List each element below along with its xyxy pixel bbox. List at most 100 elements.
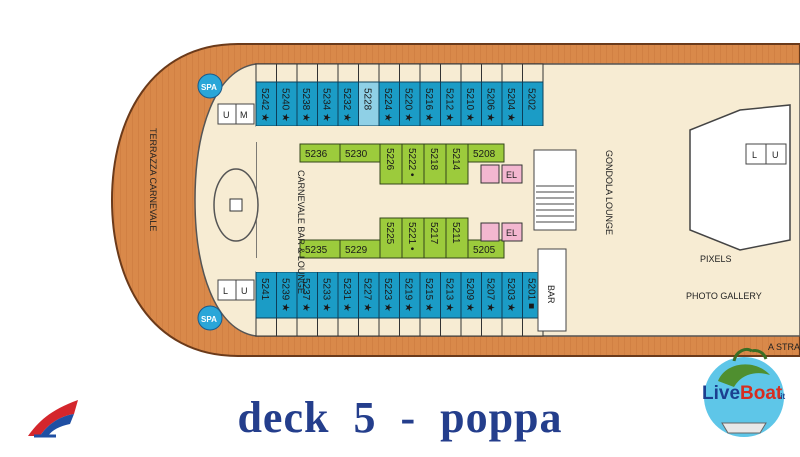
cabin-number: 5223 ★: [382, 278, 393, 312]
corridor-bottom: [256, 258, 546, 272]
balcony-bottom: [337, 317, 359, 337]
balcony-bottom: [440, 317, 462, 337]
balcony-top: [460, 63, 482, 83]
restroom-fwd-2: [765, 143, 787, 165]
inner-cabin-number: 5226: [384, 148, 395, 171]
balcony-bottom: [317, 317, 339, 337]
elevator-label-top: EL: [506, 170, 517, 180]
inner-cabin-number: 5229: [345, 245, 368, 256]
restroom-aft-bot-2-label: U: [241, 286, 248, 296]
corridor-top: [256, 126, 546, 142]
inner-cabin-top[interactable]: [467, 143, 505, 163]
cabin-number: 5239 ★: [280, 278, 291, 312]
deck-plan-map: 5242 ★ 5240 ★ 5238 ★ 5234 ★ 5232 ★ 5228 5224 ★…: [110, 43, 800, 357]
balcony-bottom: [460, 317, 482, 337]
elevator-box-bot-1[interactable]: [480, 222, 500, 242]
balcony-bottom: [419, 317, 441, 337]
cabin-number: 5201 ■: [526, 278, 537, 309]
balcony-bottom: [378, 317, 400, 337]
balcony-top: [522, 63, 544, 83]
balcony-top: [276, 63, 298, 83]
inner-cabin-number: 5217: [428, 222, 439, 245]
inner-cabin-bottom[interactable]: [445, 217, 469, 259]
cabin-number: 5240 ★: [280, 88, 291, 122]
inner-cabin-top[interactable]: [445, 143, 469, 185]
cabin-number: 5207 ★: [485, 278, 496, 312]
elevator-box-top-2[interactable]: [501, 164, 523, 184]
bar-label: BAR: [546, 285, 556, 304]
balcony-bottom: [399, 317, 421, 337]
balcony-top: [337, 63, 359, 83]
balcony-bottom: [358, 317, 380, 337]
cabin-number: 5220 ★: [403, 88, 414, 122]
cabin-number: 5228: [362, 88, 373, 111]
aft-door-marker: [229, 198, 243, 212]
photo-gallery-outline: [689, 104, 791, 251]
bar-counter[interactable]: [537, 248, 567, 332]
balcony-bottom: [481, 317, 503, 337]
elevator-label-bottom: EL: [506, 228, 517, 238]
balcony-bottom: [255, 317, 277, 337]
balcony-top: [399, 63, 421, 83]
cabin-number: 5203 ★: [505, 278, 516, 312]
balcony-bottom: [276, 317, 298, 337]
cabin-number: 5231 ★: [341, 278, 352, 312]
spa-bottom-label: SPA: [201, 315, 217, 324]
cabin-number: 5216 ★: [423, 88, 434, 122]
stairwell: [533, 149, 577, 231]
restroom-aft-top-1-label: U: [223, 110, 230, 120]
gondola-lounge-label: GONDOLA LOUNGE: [604, 150, 614, 235]
spa-bottom[interactable]: [197, 305, 223, 331]
cabin-number: 5210 ★: [464, 88, 475, 122]
cabin-number: 5204 ★: [505, 88, 516, 122]
restroom-fwd-2-label: U: [772, 150, 779, 160]
spa-top[interactable]: [197, 73, 223, 99]
carnival-funnel-logo: [28, 400, 78, 438]
balcony-bottom: [296, 317, 318, 337]
elevator-box-bot-2[interactable]: [501, 222, 523, 242]
cabin-number: 5227 ★: [362, 278, 373, 312]
cabin-number: 5213 ★: [444, 278, 455, 312]
strada-label: A STRA: [768, 342, 800, 352]
page-title: deck 5 - poppa: [237, 393, 563, 442]
inner-cabin-number: 5235: [305, 245, 328, 256]
inner-cabin-number: 5205: [473, 245, 496, 256]
inner-cabin-number: 5236: [305, 149, 328, 160]
balcony-top: [317, 63, 339, 83]
spa-top-label: SPA: [201, 83, 217, 92]
cabin-number: 5234 ★: [321, 88, 332, 122]
balcony-top: [501, 63, 523, 83]
inner-cabin-number: 5211: [450, 222, 461, 244]
cabin-number: 5237 ★: [300, 278, 311, 312]
cabin-number: 5212 ★: [444, 88, 455, 122]
cabin-number: 5219 ★: [403, 278, 414, 312]
cabin-number: 5209 ★: [464, 278, 475, 312]
carnevale-lounge-label: CARNEVALE BAR & LOUNGE: [296, 170, 306, 294]
cabin-number: 5232 ★: [341, 88, 352, 122]
cabin-number: 5242 ★: [259, 88, 270, 122]
stair-steps: [536, 185, 574, 223]
inner-cabin-number: 5208: [473, 149, 496, 160]
gallery-label-1: PIXELS: [700, 254, 732, 264]
inner-cabin-number: 5218: [428, 148, 439, 171]
restroom-aft-top-2-label: M: [240, 110, 248, 120]
balcony-top: [378, 63, 400, 83]
restroom-fwd-1-label: L: [752, 150, 757, 160]
cabin-number: 5241: [259, 278, 270, 301]
inner-cabin-number: 5214: [450, 148, 461, 171]
balcony-top: [419, 63, 441, 83]
inner-cabin-number: 5230: [345, 149, 368, 160]
brand-name-1: Live: [702, 383, 740, 404]
balcony-top: [440, 63, 462, 83]
restroom-aft-top-2: [235, 103, 255, 125]
balcony-top: [296, 63, 318, 83]
elevator-box-top-1[interactable]: [480, 164, 500, 184]
cabin-number: 5224 ★: [382, 88, 393, 122]
restroom-aft-bot-1-label: L: [223, 286, 228, 296]
balcony-top: [481, 63, 503, 83]
inner-cabin-number: 5221 •: [406, 222, 417, 251]
terrace-label: TERRAZZA CARNEVALE: [148, 128, 158, 231]
cabin-number: 5238 ★: [300, 88, 311, 122]
cabin-number: 5206 ★: [485, 88, 496, 122]
brand-name-2: Boat: [740, 383, 783, 404]
